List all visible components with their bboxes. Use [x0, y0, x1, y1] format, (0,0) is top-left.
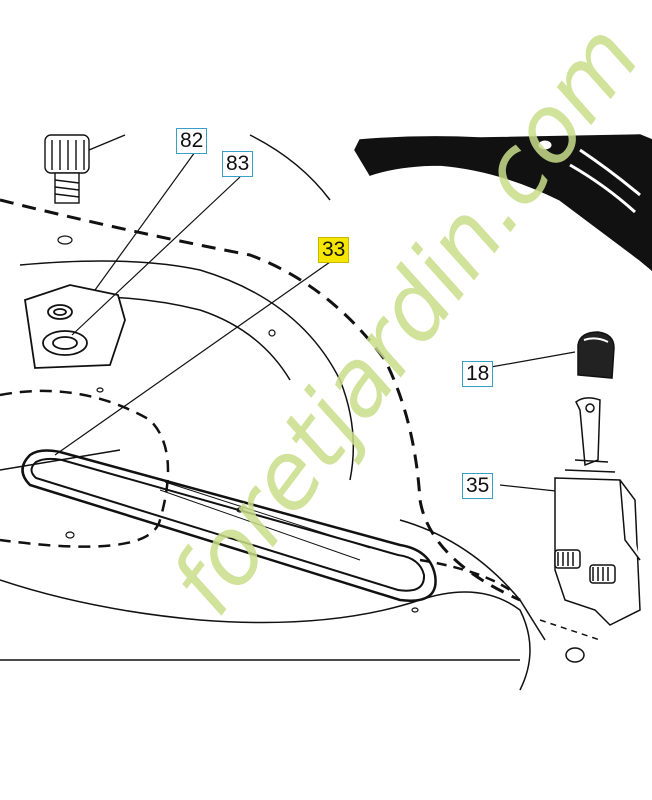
drive-belt: [21, 449, 437, 602]
callout-83[interactable]: 83: [222, 151, 254, 177]
lever-cap-part: [577, 331, 615, 379]
callout-35[interactable]: 35: [462, 473, 494, 499]
callout-33[interactable]: 33: [318, 237, 350, 263]
callout-18[interactable]: 18: [462, 361, 494, 387]
bracket-part: [23, 284, 126, 369]
callout-82[interactable]: 82: [176, 128, 208, 154]
blade-part: [354, 134, 652, 271]
bolt-part: [44, 134, 126, 204]
leader-lines: [54, 151, 576, 493]
lever-bracket-part: [539, 397, 641, 663]
